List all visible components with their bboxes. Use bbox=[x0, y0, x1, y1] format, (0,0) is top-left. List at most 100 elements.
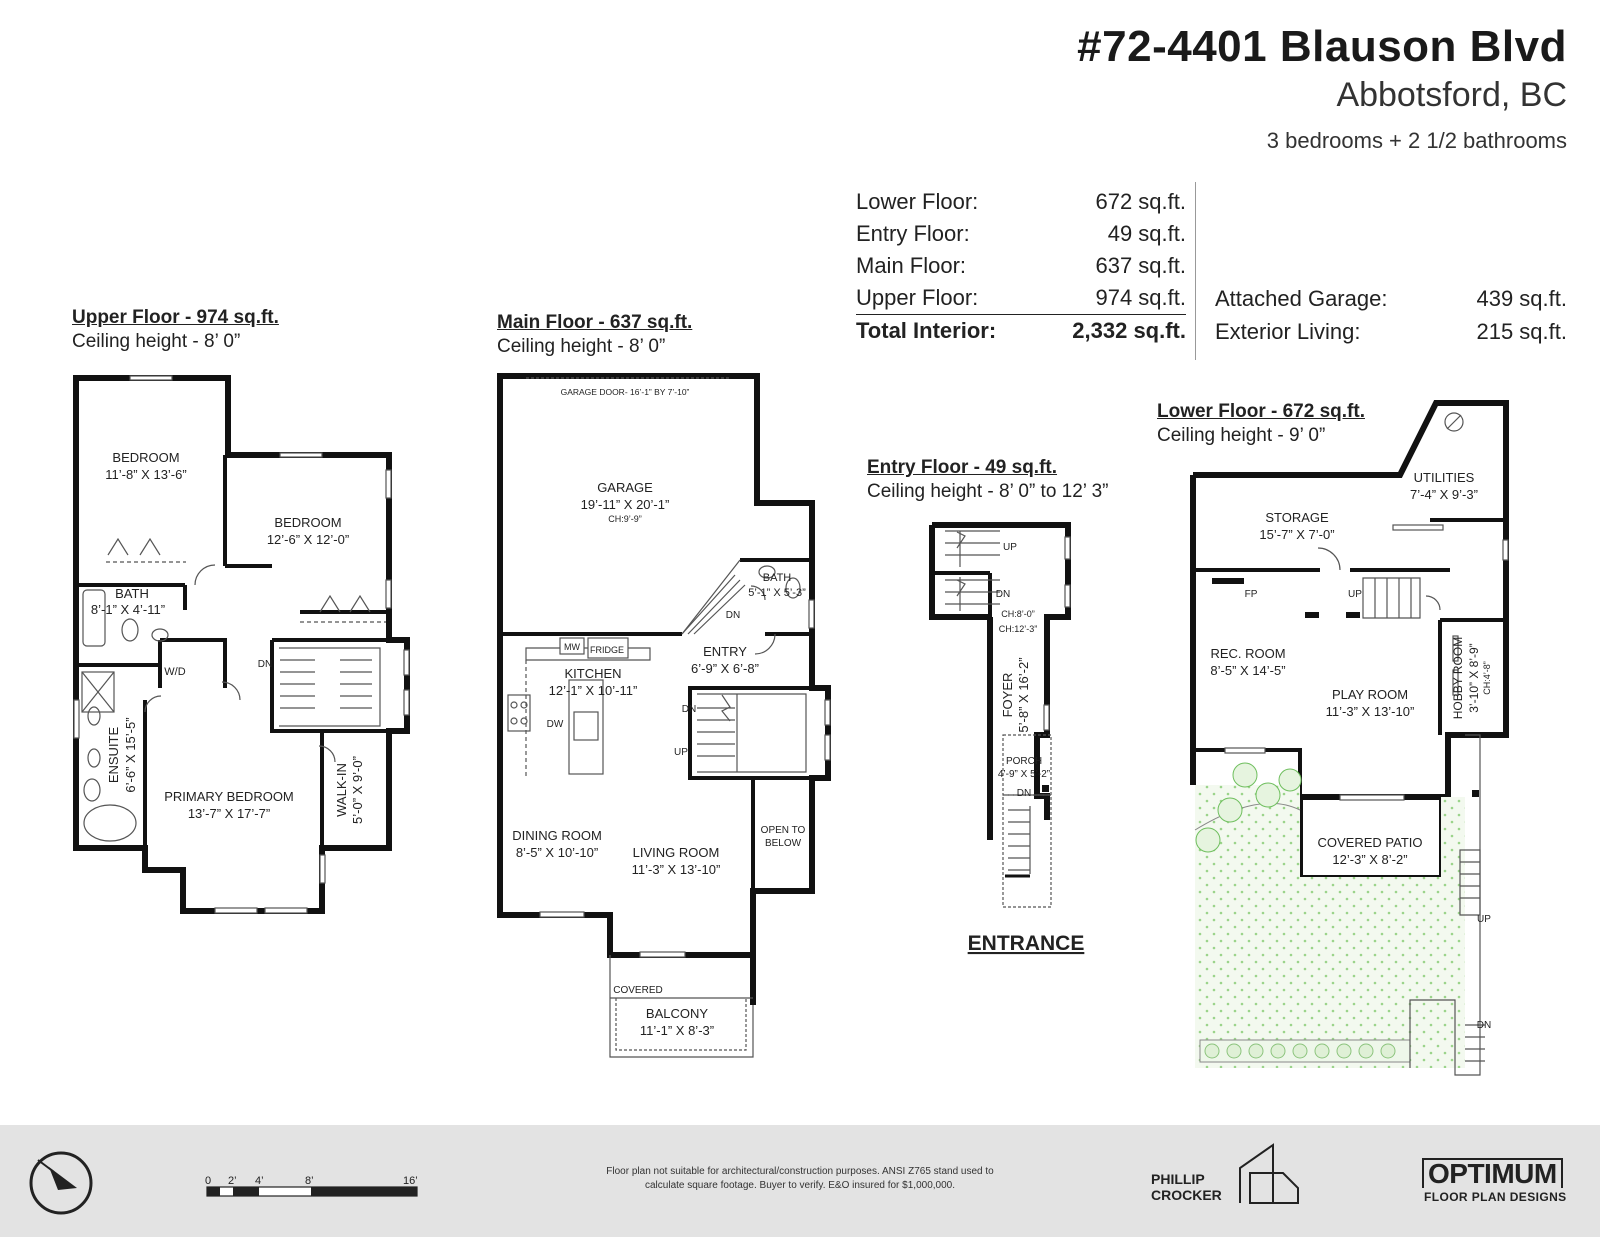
hobby-room-dim: 3’-10” X 8’-9” bbox=[1467, 643, 1481, 712]
main-stair-up: UP bbox=[674, 747, 688, 758]
rec-room-name: REC. ROOM bbox=[1210, 646, 1285, 661]
washer-dryer-label: W/D bbox=[164, 666, 185, 678]
walk-in-dim: 5’-0” X 9’-0” bbox=[350, 756, 365, 824]
scale-tick-4: 4’ bbox=[255, 1175, 264, 1187]
upper-floor-label: Upper Floor - 974 sq.ft. Ceiling height … bbox=[72, 307, 279, 352]
entry-stair-up: UP bbox=[1003, 542, 1017, 553]
area-row-garage: Attached Garage:439 sq.ft. bbox=[1215, 286, 1567, 311]
play-room-dim: 11’-3” X 13’-10” bbox=[1326, 704, 1415, 719]
walk-in-name: WALK-IN bbox=[334, 763, 349, 817]
area-row-upper: Upper Floor:974 sq.ft. bbox=[856, 282, 1186, 315]
property-address: #72-4401 Blauson Blvd bbox=[1077, 22, 1567, 71]
lower-stair-up: UP bbox=[1348, 589, 1362, 600]
foyer-dim: 5’-8” X 16’-2” bbox=[1016, 657, 1031, 732]
porch-name: PORCH bbox=[1006, 756, 1042, 767]
scale-tick-0: 0 bbox=[205, 1175, 212, 1187]
main-floor-room-labels: GARAGE DOOR- 16’-1” BY 7’-10” GARAGE 19’… bbox=[512, 387, 806, 1038]
fridge-label: FRIDGE bbox=[590, 645, 624, 655]
optimum-logo-subtitle: FLOOR PLAN DESIGNS bbox=[1424, 1190, 1567, 1204]
ensuite-dim: 6’-6” X 15’-5” bbox=[123, 717, 138, 792]
dining-room-name: DINING ROOM bbox=[512, 828, 602, 843]
play-room-name: PLAY ROOM bbox=[1332, 687, 1408, 702]
main-bath-dim: 5’-1” X 5’-3” bbox=[748, 587, 806, 599]
disclaimer-text: Floor plan not suitable for architectura… bbox=[606, 1166, 994, 1191]
porch-stair-dn: DN bbox=[1017, 788, 1031, 799]
hobby-room-ceiling: CH:4’-8” bbox=[1482, 661, 1492, 695]
lower-floor-label: Lower Floor - 672 sq.ft. Ceiling height … bbox=[1157, 401, 1365, 446]
area-row-main: Main Floor:637 sq.ft. bbox=[856, 253, 1186, 278]
entry-floor-label: Entry Floor - 49 sq.ft. Ceiling height -… bbox=[867, 457, 1109, 502]
phillip-crocker-house-icon bbox=[1239, 1143, 1299, 1204]
area-row-exterior: Exterior Living:215 sq.ft. bbox=[1215, 319, 1567, 344]
primary-bedroom-dim: 13’-7” X 17’-7” bbox=[188, 806, 270, 821]
garage-name: GARAGE bbox=[597, 480, 653, 495]
living-room-name: LIVING ROOM bbox=[633, 845, 720, 860]
entry-stair-dn: DN bbox=[996, 589, 1010, 600]
utilities-dim: 7’-4” X 9’-3” bbox=[1410, 487, 1478, 502]
porch-dim: 4’-9” X 5’-2” bbox=[998, 769, 1050, 780]
area-row-entry: Entry Floor:49 sq.ft. bbox=[856, 221, 1186, 246]
garage-dim: 19’-11” X 20’-1” bbox=[581, 497, 670, 512]
lower-yard bbox=[1194, 734, 1485, 1076]
upper-floor-fixtures bbox=[73, 375, 410, 914]
bedroom-2-dim: 12’-6” X 12’-0” bbox=[267, 532, 349, 547]
main-stair-dn: DN bbox=[682, 704, 696, 715]
upper-bath-dim: 8’-1” X 4’-11” bbox=[91, 602, 165, 617]
scale-tick-2: 2’ bbox=[228, 1175, 237, 1187]
yard-stair-dn: DN bbox=[1477, 1020, 1491, 1031]
property-city: Abbotsford, BC bbox=[1336, 76, 1567, 114]
main-floor-plan bbox=[497, 373, 831, 1005]
footer-bar bbox=[0, 1125, 1600, 1237]
foyer-name: FOYER bbox=[1000, 673, 1015, 718]
balcony-covered-label: COVERED bbox=[613, 985, 662, 996]
covered-patio-dim: 12’-3” X 8’-2” bbox=[1332, 852, 1407, 867]
balcony-name: BALCONY bbox=[646, 1006, 708, 1021]
lower-floor-room-labels: UTILITIES 7’-4” X 9’-3” STORAGE 15’-7” X… bbox=[1210, 470, 1492, 1031]
garage-door-label: GARAGE DOOR- 16’-1” BY 7’-10” bbox=[561, 387, 690, 397]
entrance-label: ENTRANCE bbox=[968, 932, 1085, 955]
kitchen-name: KITCHEN bbox=[564, 666, 621, 681]
dishwasher-label: DW bbox=[547, 719, 564, 730]
microwave-label: MW bbox=[564, 642, 580, 652]
garage-ceiling: CH:9’-9” bbox=[608, 514, 642, 524]
entry-ceiling-1: CH:8’-0” bbox=[1001, 609, 1035, 619]
bedroom-bathroom-count: 3 bedrooms + 2 1/2 bathrooms bbox=[1266, 128, 1567, 153]
bedroom-2-name: BEDROOM bbox=[274, 515, 341, 530]
entry-name: ENTRY bbox=[703, 644, 747, 659]
bedroom-1-name: BEDROOM bbox=[112, 450, 179, 465]
phillip-crocker-logo: PHILLIP CROCKER bbox=[1151, 1171, 1222, 1203]
scale-tick-16: 16’ bbox=[403, 1175, 418, 1187]
open-to-below-line1: OPEN TO bbox=[761, 825, 806, 836]
upper-floor-room-labels: BEDROOM 11’-8” X 13’-6” BEDROOM 12’-6” X… bbox=[91, 450, 365, 824]
main-floor-fixtures bbox=[507, 377, 831, 1058]
primary-bedroom-name: PRIMARY BEDROOM bbox=[164, 789, 294, 804]
utilities-name: UTILITIES bbox=[1414, 470, 1475, 485]
bedroom-1-dim: 11’-8” X 13’-6” bbox=[105, 467, 186, 482]
fireplace-label: FP bbox=[1245, 589, 1258, 600]
north-arrow-icon bbox=[29, 1151, 93, 1215]
balcony-dim: 11’-1” X 8’-3” bbox=[640, 1023, 714, 1038]
entry-floor-room-labels: UP DN CH:8’-0” CH:12’-3” FOYER 5’-8” X 1… bbox=[968, 542, 1085, 955]
kitchen-dim: 12’-1” X 10’-11” bbox=[549, 683, 638, 698]
scale-bar bbox=[206, 1186, 418, 1197]
area-row-total: Total Interior:2,332 sq.ft. bbox=[856, 318, 1186, 343]
yard-stair-up: UP bbox=[1477, 914, 1491, 925]
dining-room-dim: 8’-5” X 10’-10” bbox=[516, 845, 598, 860]
living-room-dim: 11’-3” X 13’-10” bbox=[632, 862, 721, 877]
ensuite-name: ENSUITE bbox=[106, 727, 121, 784]
extra-area-table: Attached Garage:439 sq.ft. Exterior Livi… bbox=[1215, 282, 1567, 348]
table-divider bbox=[1195, 182, 1196, 360]
area-row-lower: Lower Floor:672 sq.ft. bbox=[856, 189, 1186, 214]
rec-room-dim: 8’-5” X 14’-5” bbox=[1210, 663, 1285, 678]
covered-patio-name: COVERED PATIO bbox=[1318, 835, 1423, 850]
hobby-room-name: HOBBY ROOM bbox=[1451, 637, 1465, 719]
main-bath-name: BATH bbox=[763, 572, 792, 584]
open-to-below-line2: BELOW bbox=[765, 838, 802, 849]
upper-bath-name: BATH bbox=[115, 586, 149, 601]
entry-dim: 6’-9” X 6’-8” bbox=[691, 661, 759, 676]
upper-stair-dn: DN bbox=[258, 659, 272, 670]
upper-floor-plan bbox=[73, 375, 410, 914]
area-summary-table: Lower Floor:672 sq.ft. Entry Floor:49 sq… bbox=[856, 186, 1186, 347]
storage-dim: 15’-7” X 7’-0” bbox=[1259, 527, 1334, 542]
